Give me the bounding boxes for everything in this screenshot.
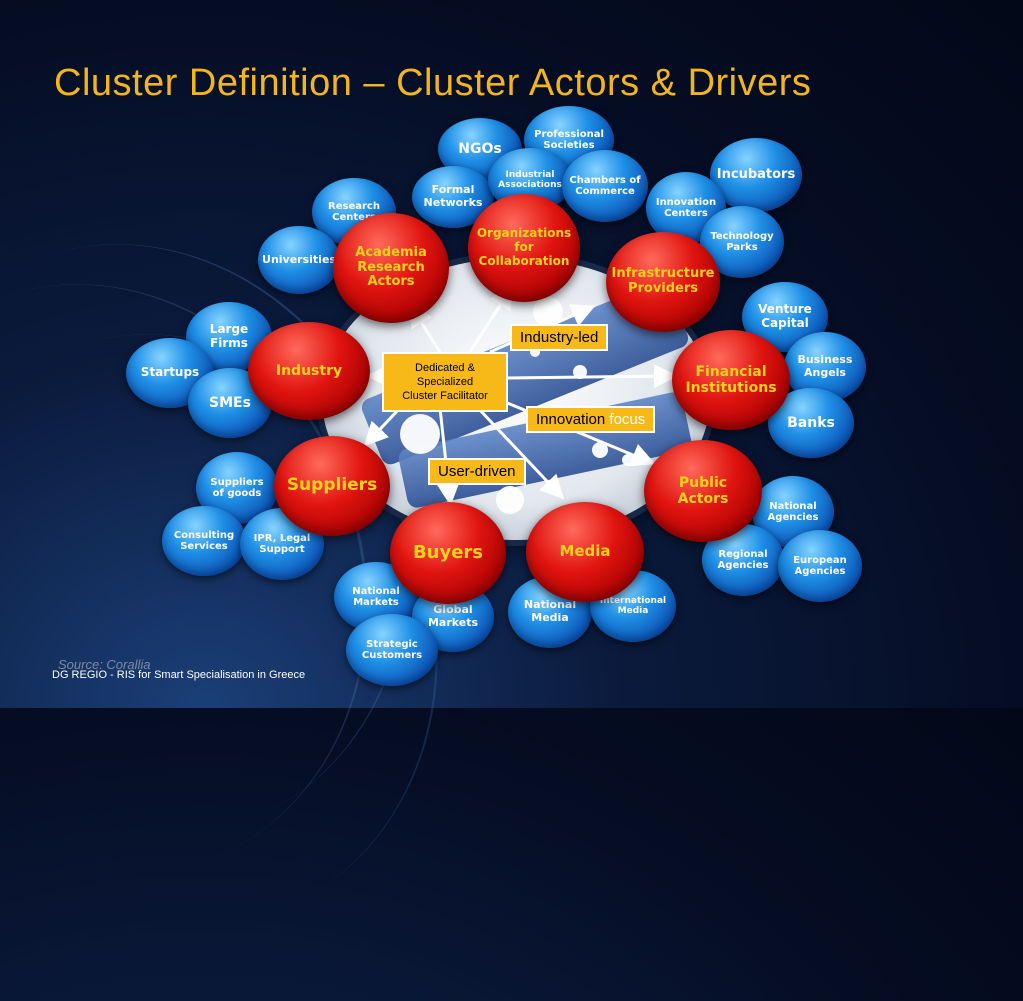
bubble-chambers-of-commerce: Chambers of Commerce: [562, 150, 648, 222]
bubble-strategic-customers: Strategic Customers: [346, 614, 438, 686]
actor-suppliers: Suppliers: [274, 436, 390, 536]
actor-organizations-collaboration: Organizations for Collaboration: [468, 194, 580, 302]
cluster-facilitator-box: Dedicated & Specialized Cluster Facilita…: [382, 352, 508, 412]
driver-industry-led: Industry-led: [510, 324, 609, 351]
bubble-ipr-legal-support: IPR, Legal Support: [240, 508, 324, 580]
page-title: Cluster Definition – Cluster Actors & Dr…: [54, 62, 812, 104]
driver-user-driven: User-driven: [428, 458, 526, 485]
actor-academia-research: Academia Research Actors: [333, 213, 449, 323]
driver-focus-word: focus: [609, 411, 646, 428]
actor-financial-institutions: Financial Institutions: [672, 330, 790, 430]
driver-innovation-focus: Innovation focus: [526, 406, 656, 433]
actor-media: Media: [526, 502, 644, 602]
footer-text: DG REGIO - RIS for Smart Specialisation …: [52, 669, 306, 681]
bubble-consulting-services: Consulting Services: [162, 506, 246, 576]
actor-infrastructure-providers: Infrastructure Providers: [606, 232, 720, 332]
actor-public: Public Actors: [644, 440, 762, 542]
driver-innovation-word: Innovation: [536, 411, 606, 428]
bubble-european-agencies: European Agencies: [778, 530, 862, 602]
actor-buyers: Buyers: [390, 502, 506, 604]
bubble-universities: Universities: [258, 226, 340, 294]
actor-industry: Industry: [248, 322, 370, 420]
connector-arrows: [363, 284, 678, 506]
bubble-incubators: Incubators: [710, 138, 802, 212]
source-credit: Source: Corallia: [58, 657, 151, 672]
